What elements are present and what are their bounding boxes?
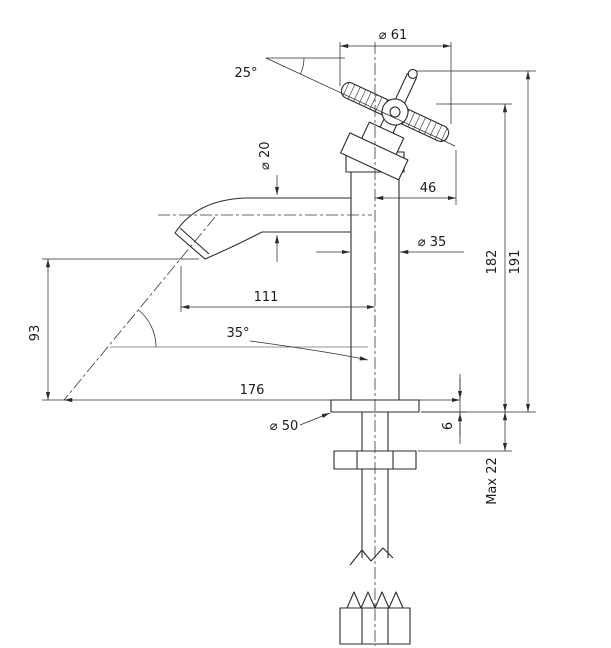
outlet-axis-centerline xyxy=(63,216,216,401)
dim-handle-angle: 25° xyxy=(234,57,456,147)
dim-total-reach-label: 176 xyxy=(240,383,265,398)
spout xyxy=(174,197,352,260)
dim-spout-diameter-label: ⌀ 20 xyxy=(258,141,273,170)
dim-body-diameter: ⌀ 35 xyxy=(316,235,464,255)
dim-body-height-label: 182 xyxy=(485,250,500,275)
bonnet-hex xyxy=(340,132,409,181)
handle-hub-screw xyxy=(389,106,401,118)
dimensions: ⌀ 61 25° ⌀ 20 46 ⌀ 35 111 xyxy=(28,28,536,505)
dim-base-diameter: ⌀ 50 xyxy=(270,412,331,434)
faucet-outline xyxy=(174,68,450,645)
spout-tip-bore-line xyxy=(179,227,210,255)
centerlines xyxy=(63,42,376,646)
break-line xyxy=(349,547,394,566)
dim-base-diameter-label: ⌀ 50 xyxy=(270,419,299,434)
handle-hub xyxy=(381,98,409,126)
dim-max-mounting: Max 22 xyxy=(418,412,512,505)
dim-total-height: 191 xyxy=(416,70,536,412)
dim-handle-offset: 46 xyxy=(375,150,457,205)
handle-spoke-tip xyxy=(407,68,418,79)
dim-total-height-label: 191 xyxy=(508,250,523,275)
dim-base-thickness-label: 6 xyxy=(441,422,456,430)
dim-handle-offset-label: 46 xyxy=(420,181,437,196)
dim-spout-angle-label: 35° xyxy=(226,326,249,341)
dim-handle-diameter: ⌀ 61 xyxy=(339,28,452,124)
dim-spout-reach-label: 111 xyxy=(254,290,279,305)
dim-body-height: 182 xyxy=(421,103,536,413)
dim-handle-angle-label: 25° xyxy=(234,66,257,81)
dim-spout-angle: 35° xyxy=(110,309,369,361)
dim-handle-diameter-label: ⌀ 61 xyxy=(379,28,408,43)
dim-spout-reach: 111 xyxy=(180,266,375,312)
handle-assembly xyxy=(340,68,450,181)
dim-base-thickness: 6 xyxy=(421,378,466,436)
dim-outlet-height-label: 93 xyxy=(28,325,43,342)
dim-max-mounting-label: Max 22 xyxy=(485,457,500,505)
dim-outlet-height: 93 xyxy=(28,258,199,400)
dim-spout-diameter: ⌀ 20 xyxy=(258,141,280,262)
dim-body-diameter-label: ⌀ 35 xyxy=(418,235,447,250)
